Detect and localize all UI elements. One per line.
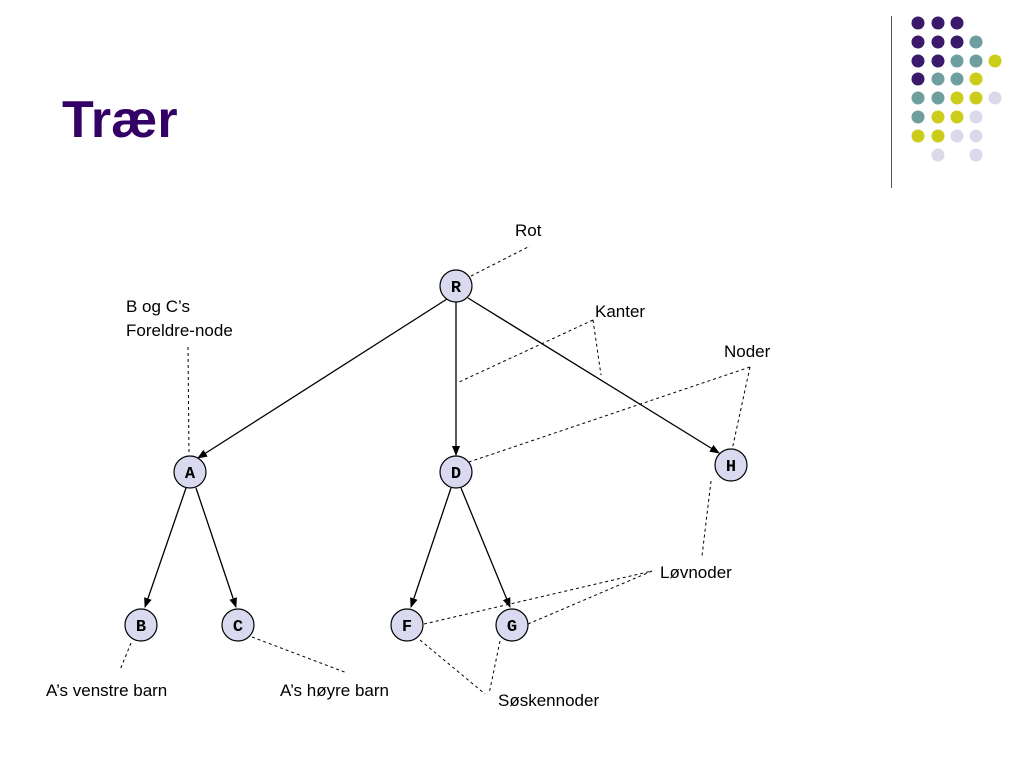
tree-edges — [144, 297, 720, 608]
callout-noder: Noder — [724, 342, 771, 361]
tree-nodes: R A D H B C F — [124, 269, 748, 642]
callout-kanter: Kanter — [595, 302, 645, 321]
node-g: G — [495, 608, 529, 642]
dot — [931, 129, 945, 143]
leader-noder-2 — [731, 366, 751, 451]
dot — [931, 35, 945, 49]
node-label-d: D — [451, 465, 461, 484]
edge-r-a — [197, 298, 448, 459]
edge-d-f — [410, 487, 452, 608]
callout-leaders — [119, 245, 751, 695]
dot — [950, 91, 964, 105]
dot — [969, 35, 983, 49]
dot — [911, 16, 925, 30]
node-label-r: R — [451, 279, 462, 298]
node-circle — [124, 608, 158, 642]
slide-title: Trær — [62, 91, 178, 149]
node-label-b: B — [136, 618, 146, 637]
leader-rot — [470, 245, 531, 277]
leader-lovnoder-f — [423, 570, 653, 625]
node-circle — [173, 455, 207, 489]
node-a: A — [173, 455, 207, 489]
dot — [931, 110, 945, 124]
node-label-h: H — [726, 458, 736, 477]
node-circle — [390, 608, 424, 642]
dot — [911, 54, 925, 68]
dot — [988, 91, 1002, 105]
leader-left-child — [119, 642, 132, 671]
leader-sosken-f — [419, 639, 486, 695]
leader-noder-1 — [468, 366, 751, 463]
node-circle — [439, 269, 473, 303]
edge-r-h — [467, 297, 720, 454]
dot — [950, 72, 964, 86]
dot — [950, 129, 964, 143]
dot — [969, 110, 983, 124]
node-d: D — [439, 455, 473, 489]
node-c: C — [221, 608, 255, 642]
leader-lovnoder-h — [701, 480, 712, 557]
node-label-c: C — [233, 618, 243, 637]
dot — [950, 54, 964, 68]
node-r: R — [439, 269, 473, 303]
dot — [969, 148, 983, 162]
edge-a-b — [144, 487, 187, 608]
dot — [931, 16, 945, 30]
dot — [969, 72, 983, 86]
dot — [931, 72, 945, 86]
leader-kanter-2 — [592, 319, 602, 376]
leader-sosken-g — [488, 640, 501, 695]
dot — [911, 35, 925, 49]
dot — [931, 148, 945, 162]
dot — [950, 16, 964, 30]
callout-parent-line1: B og C’s — [126, 297, 190, 316]
dot — [911, 129, 925, 143]
decorative-divider — [891, 16, 892, 188]
dot — [950, 110, 964, 124]
node-circle — [221, 608, 255, 642]
callout-rot: Rot — [515, 221, 542, 240]
dot — [931, 91, 945, 105]
node-f: F — [390, 608, 424, 642]
node-circle — [495, 608, 529, 642]
node-h: H — [714, 448, 748, 482]
callout-right-child: A’s høyre barn — [280, 681, 389, 700]
leader-lovnoder-g — [527, 570, 653, 625]
node-label-f: F — [402, 618, 412, 637]
callout-labels: Rot B og C’s Foreldre-node Kanter Noder … — [46, 221, 771, 710]
edge-d-g — [460, 487, 511, 608]
dot — [969, 54, 983, 68]
node-b: B — [124, 608, 158, 642]
leader-right-child — [251, 636, 348, 674]
dot — [969, 91, 983, 105]
node-circle — [714, 448, 748, 482]
node-label-g: G — [507, 618, 517, 637]
callout-lovnoder: Løvnoder — [660, 563, 732, 582]
leader-kanter-1 — [456, 319, 594, 384]
dot — [988, 54, 1002, 68]
node-circle — [439, 455, 473, 489]
dot — [911, 110, 925, 124]
edge-a-c — [195, 487, 237, 608]
callout-soskennoder: Søskennoder — [498, 691, 599, 710]
callout-parent-line2: Foreldre-node — [126, 321, 233, 340]
leader-parent — [187, 346, 190, 455]
callout-left-child: A’s venstre barn — [46, 681, 167, 700]
dot — [950, 35, 964, 49]
dot — [911, 72, 925, 86]
dot — [969, 129, 983, 143]
dot — [911, 91, 925, 105]
node-label-a: A — [185, 465, 196, 484]
decorative-dot-grid — [911, 16, 1002, 162]
dot — [931, 54, 945, 68]
